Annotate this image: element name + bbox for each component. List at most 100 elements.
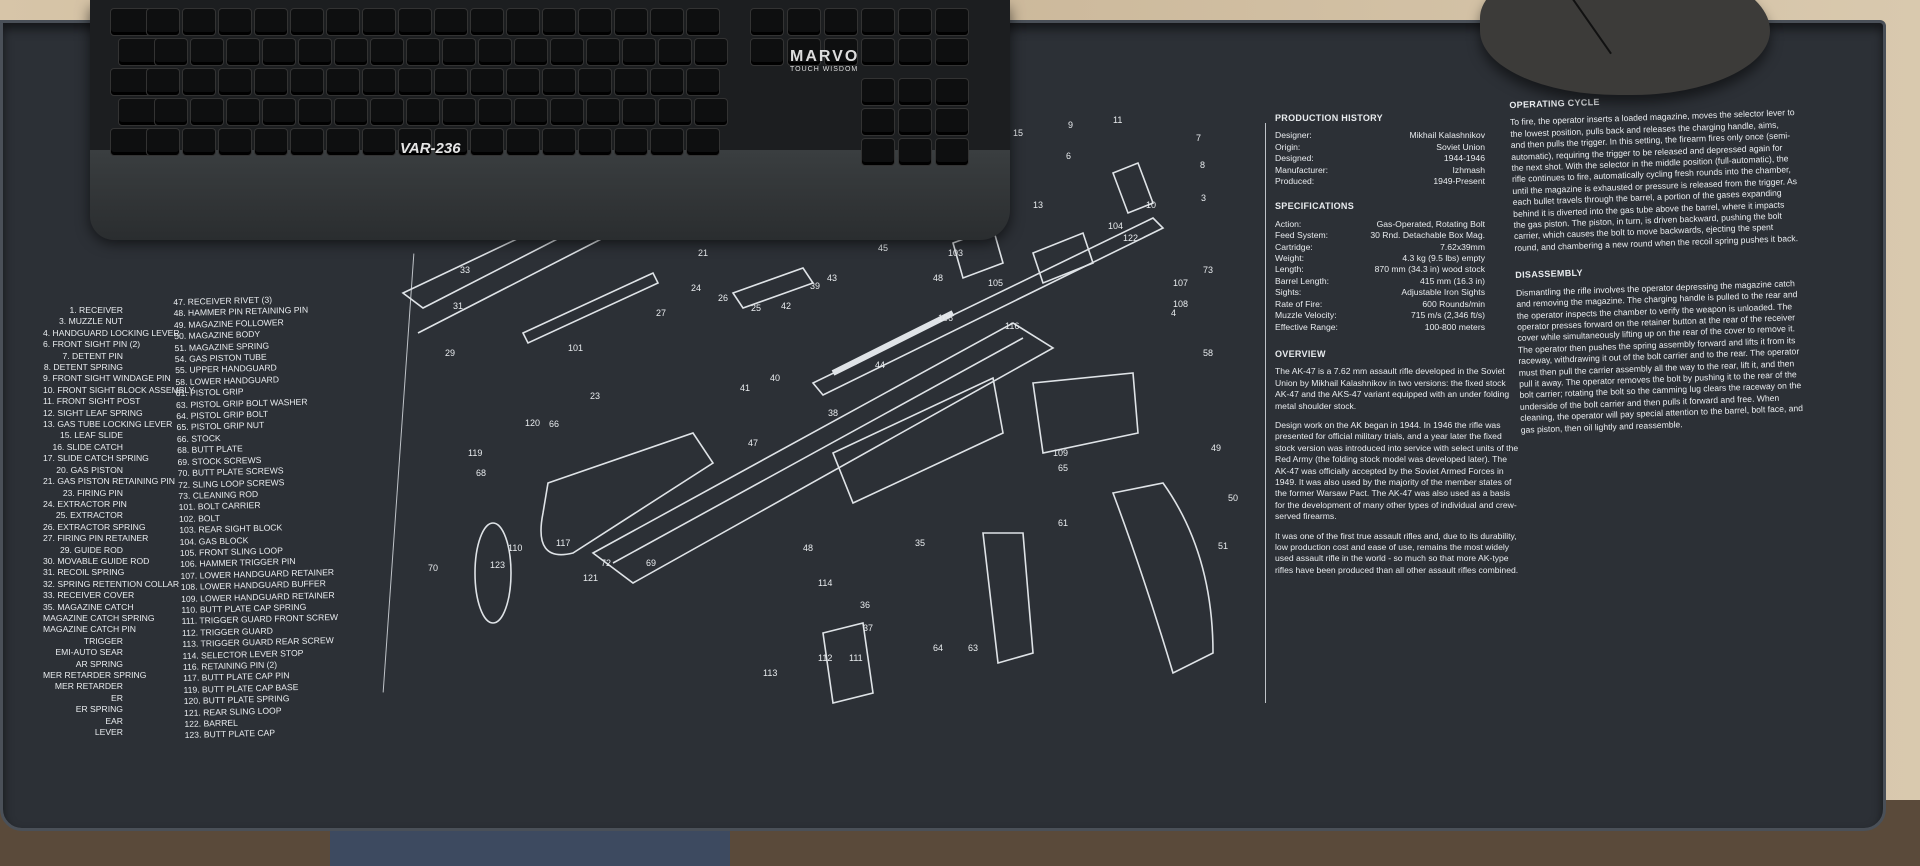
keyboard-key[interactable] [861, 38, 895, 66]
keyboard-key[interactable] [334, 38, 368, 66]
keyboard-key[interactable] [578, 8, 612, 36]
keyboard-key[interactable] [935, 78, 969, 106]
keyboard-key[interactable] [614, 128, 648, 156]
keyboard-key[interactable] [478, 98, 512, 126]
keyboard-key[interactable] [787, 8, 821, 36]
keyboard-key[interactable] [334, 98, 368, 126]
keyboard-key[interactable] [542, 8, 576, 36]
keyboard-key[interactable] [182, 8, 216, 36]
keyboard-key[interactable] [146, 128, 180, 156]
keyboard-key[interactable] [326, 8, 360, 36]
keyboard-key[interactable] [442, 98, 476, 126]
keyboard-key[interactable] [650, 128, 684, 156]
keyboard-key[interactable] [362, 68, 396, 96]
keyboard-key[interactable] [154, 38, 188, 66]
keyboard-key[interactable] [290, 128, 324, 156]
keyboard-key[interactable] [290, 68, 324, 96]
keyboard-key[interactable] [398, 8, 432, 36]
keyboard-key[interactable] [182, 68, 216, 96]
keyboard-key[interactable] [542, 128, 576, 156]
keyboard-key[interactable] [362, 128, 396, 156]
keyboard-key[interactable] [254, 128, 288, 156]
keyboard-key[interactable] [578, 128, 612, 156]
keyboard-key[interactable] [650, 68, 684, 96]
keyboard-key[interactable] [514, 98, 548, 126]
keyboard-key[interactable] [434, 68, 468, 96]
keyboard-key[interactable] [935, 108, 969, 136]
keyboard-key[interactable] [750, 8, 784, 36]
keyboard-key[interactable] [470, 68, 504, 96]
keyboard-key[interactable] [146, 68, 180, 96]
keyboard-key[interactable] [478, 38, 512, 66]
keyboard-key[interactable] [861, 8, 895, 36]
gaming-mouse-icon[interactable] [1480, 0, 1770, 95]
keyboard-key[interactable] [262, 98, 296, 126]
keyboard-key[interactable] [370, 38, 404, 66]
keyboard-key[interactable] [614, 8, 648, 36]
keyboard-key[interactable] [694, 98, 728, 126]
keyboard-key[interactable] [262, 38, 296, 66]
keyboard-key[interactable] [298, 98, 332, 126]
keyboard-key[interactable] [586, 98, 620, 126]
keyboard-key[interactable] [290, 8, 324, 36]
keyboard-key[interactable] [190, 98, 224, 126]
keyboard-key[interactable] [750, 38, 784, 66]
keyboard-key[interactable] [506, 8, 540, 36]
keyboard-key[interactable] [861, 138, 895, 166]
keyboard-key[interactable] [226, 38, 260, 66]
keyboard-key[interactable] [861, 78, 895, 106]
keyboard-key[interactable] [898, 38, 932, 66]
keyboard-key[interactable] [686, 128, 720, 156]
keyboard-key[interactable] [650, 8, 684, 36]
keyboard-key[interactable] [898, 138, 932, 166]
keyboard-key[interactable] [218, 8, 252, 36]
keyboard-key[interactable] [154, 98, 188, 126]
keyboard-key[interactable] [694, 38, 728, 66]
keyboard-key[interactable] [506, 68, 540, 96]
keyboard-key[interactable] [326, 68, 360, 96]
keyboard-key[interactable] [218, 68, 252, 96]
keyboard-key[interactable] [935, 138, 969, 166]
keyboard-key[interactable] [406, 98, 440, 126]
keyboard-key[interactable] [442, 38, 476, 66]
keyboard-key[interactable] [506, 128, 540, 156]
keyboard-key[interactable] [861, 108, 895, 136]
keyboard-key[interactable] [226, 98, 260, 126]
keyboard-key[interactable] [622, 98, 656, 126]
keyboard-key[interactable] [614, 68, 648, 96]
keyboard-key[interactable] [434, 8, 468, 36]
keyboard-key[interactable] [406, 38, 440, 66]
keyboard-key[interactable] [218, 128, 252, 156]
keyboard-key[interactable] [824, 8, 858, 36]
keyboard-key[interactable] [370, 98, 404, 126]
keyboard-key[interactable] [298, 38, 332, 66]
keyboard-key[interactable] [935, 8, 969, 36]
keyboard-key[interactable] [686, 8, 720, 36]
keyboard-key[interactable] [898, 108, 932, 136]
keyboard-key[interactable] [398, 128, 432, 156]
keyboard-key[interactable] [622, 38, 656, 66]
keyboard-key[interactable] [550, 38, 584, 66]
keyboard-key[interactable] [824, 38, 858, 66]
keyboard-key[interactable] [362, 8, 396, 36]
keyboard-key[interactable] [470, 8, 504, 36]
keyboard[interactable]: MARVO TOUCH WISDOM VAR-236 [90, 0, 1010, 240]
keyboard-key[interactable] [787, 38, 821, 66]
keyboard-key[interactable] [898, 78, 932, 106]
keyboard-key[interactable] [578, 68, 612, 96]
keyboard-key[interactable] [542, 68, 576, 96]
keyboard-key[interactable] [146, 8, 180, 36]
keyboard-key[interactable] [254, 68, 288, 96]
keyboard-key[interactable] [658, 38, 692, 66]
keyboard-key[interactable] [326, 128, 360, 156]
keyboard-key[interactable] [254, 8, 288, 36]
keyboard-key[interactable] [898, 8, 932, 36]
keyboard-key[interactable] [470, 128, 504, 156]
keyboard-key[interactable] [550, 98, 584, 126]
keyboard-key[interactable] [434, 128, 468, 156]
keyboard-key[interactable] [686, 68, 720, 96]
keyboard-key[interactable] [398, 68, 432, 96]
keyboard-key[interactable] [190, 38, 224, 66]
keyboard-key[interactable] [514, 38, 548, 66]
keyboard-key[interactable] [586, 38, 620, 66]
